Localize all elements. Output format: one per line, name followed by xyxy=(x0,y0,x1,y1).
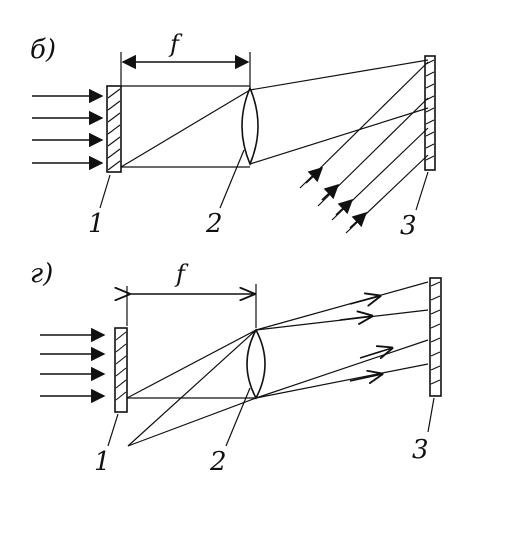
object-to-lens-rays xyxy=(126,329,257,399)
screen-label: 3 xyxy=(412,435,429,465)
object-plate xyxy=(114,327,128,413)
object-label: 1 xyxy=(88,209,105,239)
screen-label: 3 xyxy=(400,211,417,241)
lens-to-screen-rays xyxy=(249,59,429,165)
focal-distance-marker: f xyxy=(120,30,251,90)
panel-b-label: б) xyxy=(30,35,56,65)
lens-leader xyxy=(219,149,245,209)
panel-b: б) f xyxy=(30,30,436,241)
focal-label: f xyxy=(174,260,189,288)
object-leader xyxy=(99,174,111,209)
focal-distance-marker: f xyxy=(127,260,257,328)
lens-label: 2 xyxy=(205,209,223,239)
focal-label: f xyxy=(168,30,183,58)
lens-label: 2 xyxy=(209,447,227,477)
reference-beam-arrows xyxy=(299,61,429,234)
virtual-source-rays xyxy=(127,329,257,447)
object-to-lens-rays xyxy=(120,85,251,168)
screen xyxy=(424,55,436,171)
object-leader xyxy=(107,413,119,447)
lens xyxy=(246,328,266,400)
incident-light-arrows xyxy=(32,88,104,171)
lens-to-screen-rays xyxy=(255,281,429,399)
panel-g-label: г) xyxy=(30,259,53,289)
incident-light-arrows xyxy=(40,327,106,404)
object-plate xyxy=(106,85,122,173)
screen-leader xyxy=(427,397,435,433)
object-label: 1 xyxy=(94,447,111,477)
lens xyxy=(241,85,259,167)
panel-g: г) f xyxy=(30,259,442,477)
screen-leader xyxy=(415,171,429,211)
lens-leader xyxy=(225,387,251,447)
screen xyxy=(429,277,442,397)
